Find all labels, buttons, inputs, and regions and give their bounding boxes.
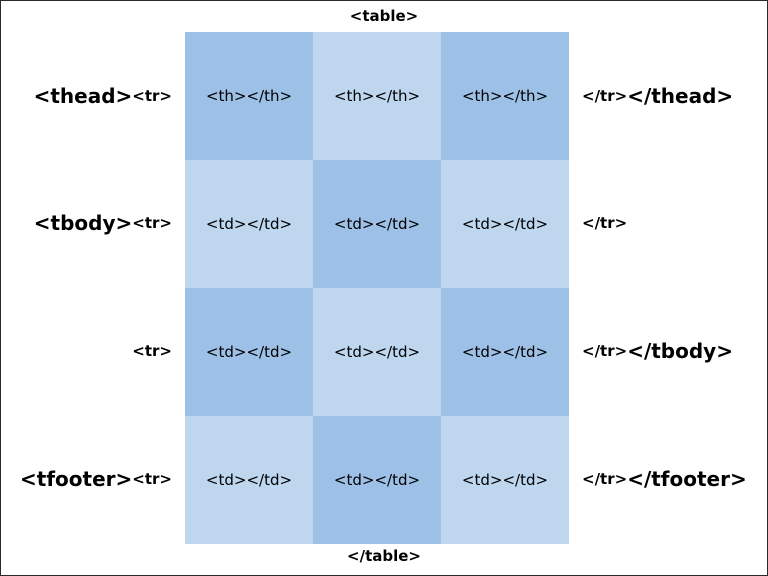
tr-open-tag: <tr> xyxy=(132,87,172,105)
table-grid: <th></th> <th></th> <th></th> <td></td> … xyxy=(185,32,569,544)
row-open-tags: <tfooter><tr> xyxy=(20,467,172,491)
tr-open-tag: <tr> xyxy=(132,470,172,488)
tr-close-tag: </tr> xyxy=(582,342,628,360)
table-cell: <td></td> xyxy=(313,288,441,416)
table-cell: <td></td> xyxy=(313,160,441,288)
table-cell: <td></td> xyxy=(185,416,313,544)
tr-close-tag: </tr> xyxy=(582,87,628,105)
tr-open-tag: <tr> xyxy=(132,342,172,360)
row-open-tags: <tbody><tr> xyxy=(34,211,172,235)
row-close-tags: </tr> xyxy=(582,211,627,235)
table-cell: <td></td> xyxy=(313,416,441,544)
table-cell: <td></td> xyxy=(441,288,569,416)
row-close-tags: </tr></thead> xyxy=(582,84,733,108)
row-close-tags: </tr></tfooter> xyxy=(582,467,747,491)
table-cell: <th></th> xyxy=(185,32,313,160)
table-cell: <th></th> xyxy=(313,32,441,160)
section-close-tag: </tfooter> xyxy=(627,467,747,491)
table-open-tag: <table> xyxy=(349,7,419,25)
row-close-tags: </tr></tbody> xyxy=(582,339,733,363)
section-open-tag: <thead> xyxy=(33,84,133,108)
table-cell: <td></td> xyxy=(441,160,569,288)
section-close-tag: </thead> xyxy=(627,84,734,108)
table-cell: <th></th> xyxy=(441,32,569,160)
section-open-tag: <tbody> xyxy=(33,211,133,235)
tr-close-tag: </tr> xyxy=(582,214,628,232)
table-cell: <td></td> xyxy=(185,288,313,416)
row-open-tags: <tr> xyxy=(132,339,172,363)
row-open-tags: <thead><tr> xyxy=(34,84,172,108)
table-close-tag: </table> xyxy=(347,547,421,565)
tr-close-tag: </tr> xyxy=(582,470,628,488)
section-close-tag: </tbody> xyxy=(627,339,733,363)
section-open-tag: <tfooter> xyxy=(20,467,133,491)
table-cell: <td></td> xyxy=(185,160,313,288)
table-cell: <td></td> xyxy=(441,416,569,544)
tr-open-tag: <tr> xyxy=(132,214,172,232)
